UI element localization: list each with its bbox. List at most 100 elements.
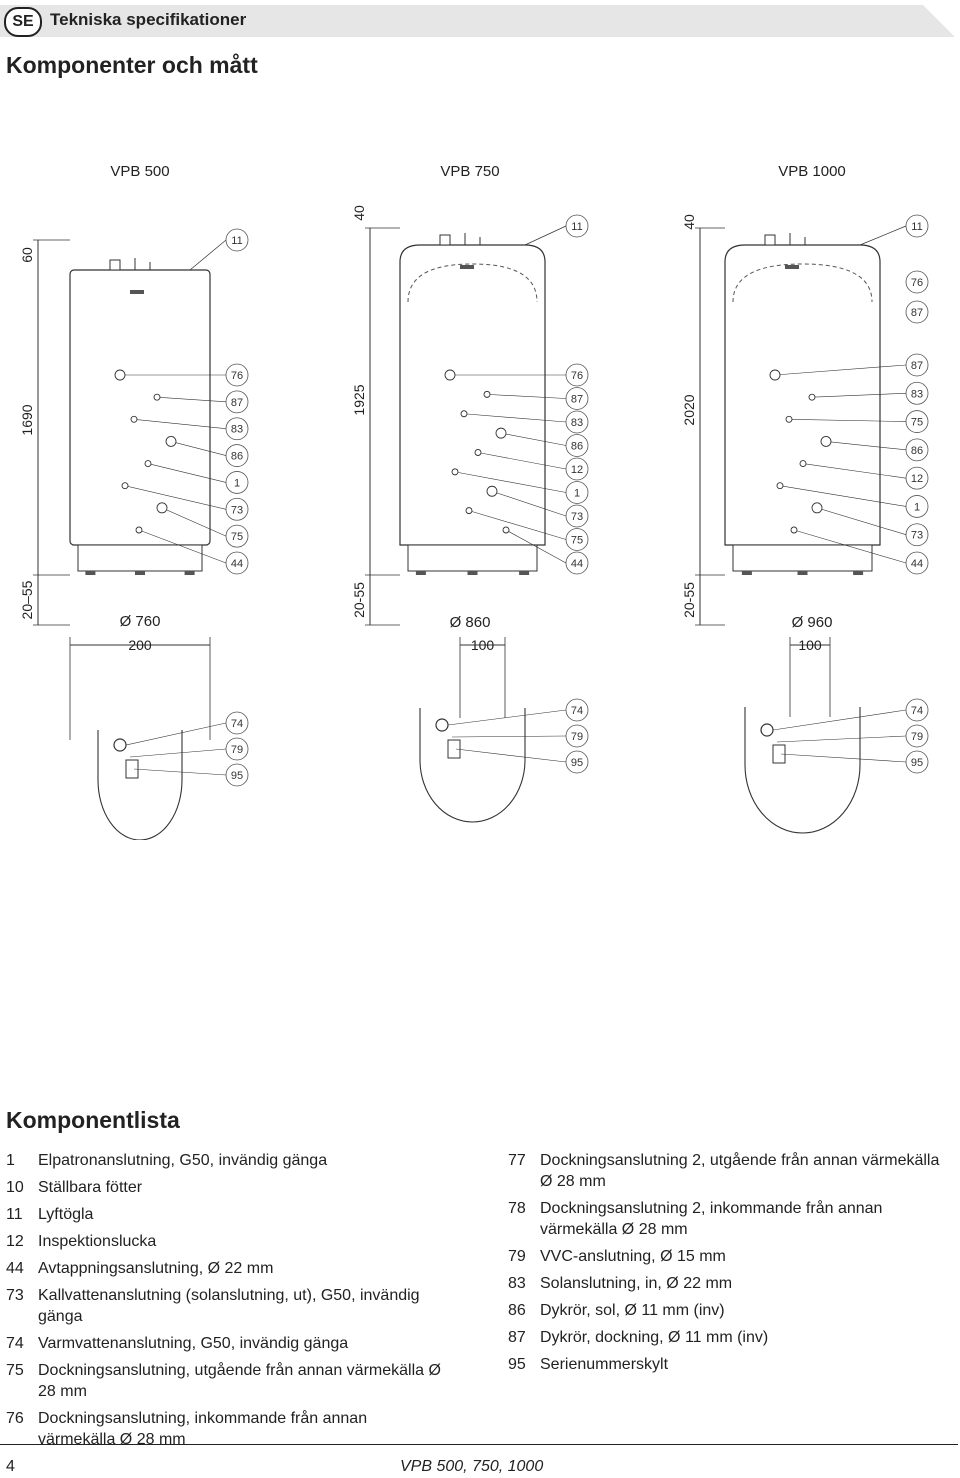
model-2-connection-mark	[495, 427, 507, 439]
model-2-height-dimension: 1925	[351, 384, 367, 415]
model-3-connection-mark	[808, 393, 816, 401]
component-list-item: 74 Varmvattenanslutning, G50, invändig gä…	[6, 1333, 446, 1354]
model-1-tank-body	[69, 269, 211, 546]
component-number: 79	[508, 1248, 526, 1265]
model-3-bottom-dimension: 100	[798, 637, 822, 653]
model-2-side-label: 86	[571, 441, 583, 453]
model-3-inner-dome	[732, 263, 873, 303]
header-corner	[918, 0, 960, 42]
component-number: 86	[508, 1302, 526, 1319]
model-1-plan-label: 95	[231, 770, 243, 782]
model-3-diameter: Ø 960	[792, 614, 833, 631]
model-3-connection-mark	[769, 369, 781, 381]
model-3-side-label: 1	[914, 501, 920, 513]
model-3-plan-connection	[760, 723, 774, 737]
model-2-bottom-dimension: 100	[471, 637, 495, 653]
model-3-side-label: 73	[911, 530, 923, 542]
component-description: Dockningsanslutning, utgående från annan…	[38, 1362, 441, 1400]
model-1-side-label: 83	[231, 424, 243, 436]
model-3-connection-mark	[799, 460, 807, 468]
component-description: Dykrör, dockning, Ø 11 mm (inv)	[540, 1329, 769, 1346]
model-1-top-dimension: 60	[19, 247, 35, 263]
model-2-side-leader	[500, 432, 567, 446]
model-2-inner-dome	[407, 263, 538, 303]
model-1-name: VPB 500	[110, 163, 169, 180]
model-1-plan-leader	[133, 768, 227, 776]
component-description: Lyftögla	[38, 1206, 94, 1223]
model-1-foot-3	[184, 571, 195, 575]
model-3-name-plate	[785, 265, 799, 269]
model-1-foot-2	[135, 571, 145, 575]
component-number: 73	[6, 1287, 24, 1304]
model-2-side-label: 12	[571, 464, 583, 476]
model-1-side-leader	[138, 529, 227, 564]
model-3-plan-label: 74	[911, 705, 923, 717]
component-list-item: 79 VVC-anslutning, Ø 15 mm	[508, 1246, 948, 1267]
model-2-side-label: 87	[571, 394, 583, 406]
model-3-name: VPB 1000	[778, 163, 846, 180]
model-2-foot-1	[415, 571, 426, 575]
model-3-plan-label: 95	[911, 757, 923, 769]
component-description: Dykrör, sol, Ø 11 mm (inv)	[540, 1302, 725, 1319]
model-1-connection-mark	[121, 482, 129, 490]
model-3-side-leader	[811, 392, 907, 398]
component-description: VVC-anslutning, Ø 15 mm	[540, 1248, 726, 1265]
model-2-side-label: 83	[571, 417, 583, 429]
model-2-diameter: Ø 860	[450, 614, 491, 631]
model-3-top-dimension: 40	[681, 214, 697, 230]
component-description: Dockningsanslutning 2, inkommande från a…	[540, 1200, 883, 1238]
model-2-side-leader	[505, 529, 567, 564]
model-1-connection-mark	[130, 415, 138, 423]
model-1-side-label: 86	[231, 451, 243, 463]
model-2-connection-mark	[451, 468, 459, 476]
model-3-plan-label: 79	[911, 731, 923, 743]
model-1-side-leader	[133, 418, 227, 430]
model-3-top-label-circle	[905, 270, 929, 294]
model-2-top-fitting	[439, 234, 451, 246]
component-description: Kallvattenanslutning (solanslutning, ut)…	[38, 1287, 420, 1325]
component-number: 74	[6, 1335, 24, 1352]
model-2-connection-mark	[474, 449, 482, 456]
model-3-top-label: 11	[911, 221, 922, 233]
model-2-tank-base	[407, 544, 538, 572]
model-1-connection-mark	[156, 502, 168, 514]
component-description: Inspektionslucka	[38, 1233, 157, 1250]
model-3-top-label: 87	[911, 307, 923, 319]
model-2-connection-mark	[502, 526, 510, 534]
component-number: 87	[508, 1329, 526, 1346]
model-3-top-label-circle	[905, 300, 929, 324]
model-1-plan-label: 74	[231, 718, 243, 730]
model-2-side-leader	[477, 452, 567, 470]
model-3-foot-3	[853, 571, 864, 575]
model-2-name: VPB 750	[440, 163, 499, 180]
model-2-side-label: 44	[571, 558, 583, 570]
page-header: SE Tekniska specifikationer	[0, 0, 960, 42]
component-number: 12	[6, 1233, 24, 1250]
model-2-plan-view	[419, 708, 526, 823]
model-2-foot-3	[519, 571, 530, 575]
model-3-side-leader	[802, 463, 907, 479]
model-3-side-leader	[788, 418, 907, 422]
model-3-connection-mark	[785, 415, 793, 423]
model-1-plan-view	[97, 730, 183, 840]
component-number: 78	[508, 1200, 526, 1217]
model-1-side-leader	[147, 463, 227, 483]
model-2-side-label: 1	[574, 488, 580, 500]
model-1-foot-1	[85, 571, 96, 575]
component-description: Varmvattenanslutning, G50, invändig gäng…	[38, 1335, 349, 1352]
model-2-side-label: 76	[571, 370, 583, 382]
model-3-foot-2	[797, 571, 808, 575]
model-1-diameter: Ø 760	[120, 613, 161, 630]
component-number: 77	[508, 1152, 526, 1169]
model-1-side-label: 73	[231, 504, 243, 516]
model-3-plan-leader	[776, 735, 907, 743]
component-description: Ställbara fötter	[38, 1179, 143, 1196]
model-2-top-leader	[524, 225, 567, 246]
model-1-plan-label: 79	[231, 744, 243, 756]
component-description: Serienummerskylt	[540, 1356, 669, 1373]
model-2-side-leader	[463, 413, 567, 423]
